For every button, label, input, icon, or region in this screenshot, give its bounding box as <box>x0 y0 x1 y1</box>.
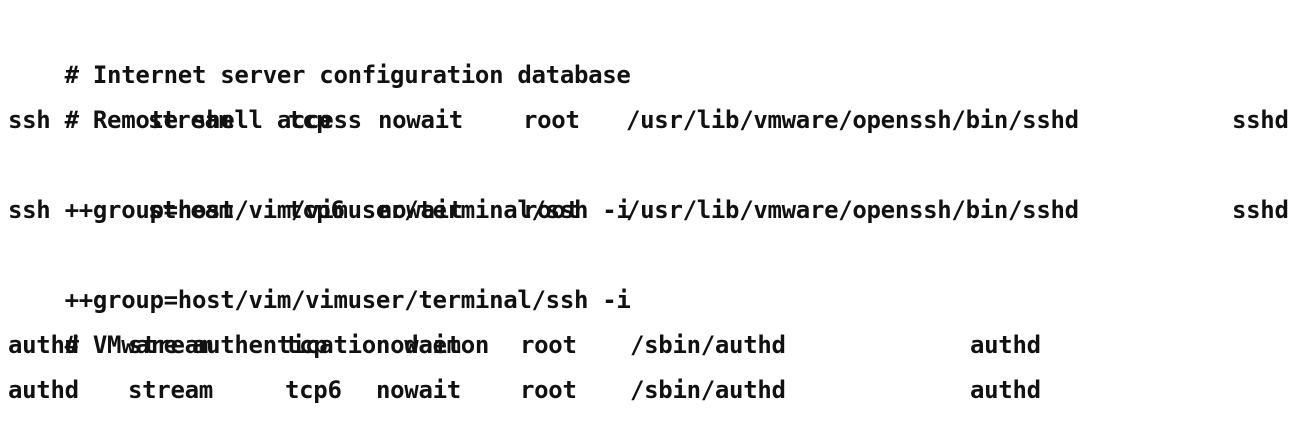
service-name: ssh <box>8 106 51 134</box>
config-service-entry: authd stream tcp6 nowait root /sbin/auth… <box>8 368 1310 413</box>
wait-status: nowait <box>378 106 463 134</box>
continuation-text: ++group=host/vim/vimuser/terminal/ssh -i <box>64 286 631 314</box>
run-as-user: root <box>520 376 577 404</box>
service-name: ssh <box>8 196 51 224</box>
server-arguments: sshd <box>1232 196 1289 224</box>
protocol: tcp <box>285 331 328 359</box>
config-comment-line: # Remote shell access <box>8 53 1310 134</box>
config-service-entry: authd stream tcp nowait root /sbin/authd… <box>8 323 1310 368</box>
server-program-path: /sbin/authd <box>630 331 786 359</box>
service-name: authd <box>8 376 79 404</box>
run-as-user: root <box>523 106 580 134</box>
socket-type: stream <box>148 106 233 134</box>
service-name: authd <box>8 331 79 359</box>
config-continuation-line: ++group=host/vim/vimuser/terminal/ssh -i <box>8 233 1310 314</box>
server-arguments: authd <box>970 376 1041 404</box>
server-program-path: /sbin/authd <box>630 376 786 404</box>
config-comment-line: # Internet server configuration database <box>8 8 1310 89</box>
comment-text: # VMware authentication daemon <box>64 331 490 359</box>
wait-status: nowait <box>378 196 463 224</box>
wait-status: nowait <box>376 376 461 404</box>
wait-status: nowait <box>376 331 461 359</box>
comment-text: # Internet server configuration database <box>64 61 631 89</box>
socket-type: stream <box>148 196 233 224</box>
config-service-entry: ssh stream tcp nowait root /usr/lib/vmwa… <box>8 98 1310 143</box>
protocol: tcp6 <box>288 196 345 224</box>
run-as-user: root <box>520 331 577 359</box>
server-arguments: authd <box>970 331 1041 359</box>
server-program-path: /usr/lib/vmware/openssh/bin/sshd <box>626 106 1079 134</box>
continuation-text: ++group=host/vim/vimuser/terminal/ssh -i <box>64 196 631 224</box>
config-continuation-line: ++group=host/vim/vimuser/terminal/ssh -i <box>8 143 1310 224</box>
socket-type: stream <box>128 376 213 404</box>
server-program-path: /usr/lib/vmware/openssh/bin/sshd <box>626 196 1079 224</box>
config-file-listing: # Internet server configuration database… <box>8 8 1310 413</box>
socket-type: stream <box>128 331 213 359</box>
comment-text: # Remote shell access <box>64 106 362 134</box>
run-as-user: root <box>523 196 580 224</box>
config-service-entry: ssh stream tcp6 nowait root /usr/lib/vmw… <box>8 188 1310 233</box>
server-arguments: sshd <box>1232 106 1289 134</box>
config-comment-line: # VMware authentication daemon <box>8 278 1310 359</box>
protocol: tcp6 <box>285 376 342 404</box>
protocol: tcp <box>288 106 331 134</box>
